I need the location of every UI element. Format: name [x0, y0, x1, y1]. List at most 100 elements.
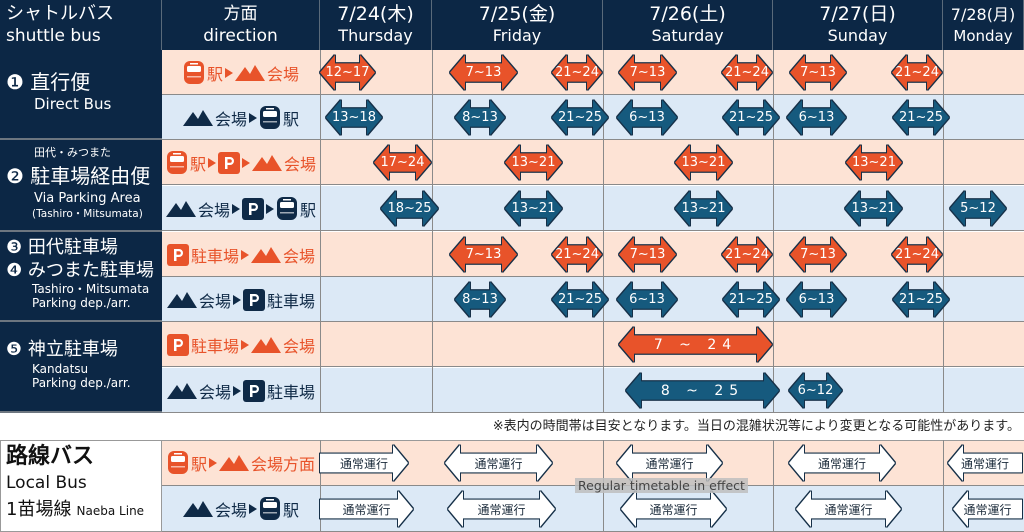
time-range-label: 21~24 [555, 65, 599, 80]
time-range-label: 21~25 [899, 110, 943, 125]
direction-label: 会場方面 [251, 454, 316, 474]
time-range-arrow: 通常運行 [953, 491, 1022, 527]
header-direction-cell: 方面 direction [162, 0, 320, 50]
direction-label: 駐車場 [190, 336, 239, 356]
direction-cell: 駐車場会場 [162, 322, 320, 367]
time-range-label: 13~21 [681, 201, 726, 216]
direction-label: 会場 [198, 382, 231, 402]
group-en2: Parking dep./arr. [32, 296, 131, 310]
day-date: 7/25(金) [478, 3, 556, 25]
parking-icon [242, 197, 264, 220]
day-date: 7/26(土) [649, 3, 726, 25]
parking-icon [166, 243, 189, 266]
parking-icon [243, 288, 265, 311]
local-bus-label: 路線バス Local Bus 1苗場線 Naeba Line [0, 440, 162, 532]
direction-label: 駐車場 [267, 382, 316, 402]
time-range-label: 13~21 [851, 201, 896, 216]
direction-label: 駅 [300, 200, 317, 220]
time-range-arrow: 21~25 [893, 282, 949, 317]
direction-label: 会場 [267, 64, 300, 84]
day-header-1: 7/25(金) Friday [432, 0, 603, 50]
local-line-jp: 1苗場線 [6, 499, 72, 520]
local-title-en: Local Bus [6, 473, 87, 493]
triangle-right-icon [208, 157, 216, 168]
title-en: shuttle bus [6, 26, 101, 46]
train-icon [183, 60, 205, 86]
time-range-arrow: 21~25 [723, 282, 779, 317]
group-en: Kandatsu [32, 362, 89, 376]
time-range-arrow: 8~13 [455, 282, 505, 317]
parking-icon [166, 333, 189, 356]
time-range-label: 13~21 [511, 201, 556, 216]
time-range-arrow: 通常運行 [445, 445, 552, 481]
time-range-label: 7 ~ 24 [653, 336, 738, 353]
grid-line [943, 50, 944, 413]
time-range-arrow: 通常運行 [796, 491, 901, 527]
day-header-0: 7/24(木) Thursday [320, 0, 432, 50]
group-name: 直行便 [30, 70, 91, 94]
time-range-arrow: 21~24 [552, 55, 602, 90]
time-range-label: 6~13 [798, 292, 835, 307]
group-number: ❷ [6, 164, 24, 188]
group-number: ❶ [6, 70, 24, 94]
grid-line [943, 440, 944, 532]
triangle-right-icon [266, 203, 274, 214]
time-range-arrow: 13~21 [505, 145, 562, 180]
direction-label: 駅 [283, 109, 300, 129]
direction-en: direction [203, 26, 278, 46]
time-range-label: 21~24 [895, 247, 939, 262]
schedule-row [162, 368, 1024, 413]
time-range-label: 7~13 [629, 65, 666, 80]
time-range-arrow: 13~21 [505, 191, 562, 226]
time-range-label: 21~24 [895, 65, 939, 80]
direction-label: 会場 [283, 246, 316, 266]
triangle-right-icon [249, 503, 257, 514]
time-range-label: 7~13 [629, 247, 666, 262]
time-range-arrow: 通常運行 [448, 491, 555, 527]
time-range-arrow: 通常運行 [320, 491, 413, 527]
time-range-label: 通常運行 [645, 456, 694, 471]
time-range-arrow: 6~13 [787, 282, 846, 317]
local-title-jp: 路線バス [6, 444, 95, 469]
day-header-2: 7/26(土) Saturday [603, 0, 773, 50]
time-range-arrow: 17~24 [374, 145, 431, 180]
time-range-label: 21~24 [555, 247, 599, 262]
time-range-arrow: 6~12 [789, 373, 842, 408]
mountain-icon [235, 64, 265, 81]
mountain-icon [166, 291, 197, 308]
group-name: 神立駐車場 [27, 339, 118, 360]
time-range-label: 21~25 [558, 110, 602, 125]
day-header-4: 7/28(月) Monday [943, 0, 1024, 50]
time-range-arrow: 21~24 [892, 55, 942, 90]
direction-cell: 駐車場会場 [162, 232, 320, 277]
day-weekday: Friday [492, 26, 542, 45]
grid-line [603, 50, 604, 413]
time-range-arrow: 6~13 [787, 100, 846, 135]
time-range-arrow: 7 ~ 24 [619, 327, 772, 362]
time-range-arrow: 通常運行 [948, 445, 1022, 481]
triangle-right-icon [241, 339, 249, 350]
regular-timetable-overlay: Regular timetable in effect [575, 478, 748, 493]
mountain-icon [251, 246, 281, 263]
direction-cell: 駅 会場 [162, 50, 320, 95]
direction-label: 駅 [206, 64, 223, 84]
group-en: Via Parking Area [34, 191, 141, 206]
direction-cell: 会場駅 [162, 95, 320, 140]
time-range-label: 通常運行 [342, 502, 391, 517]
train-icon [166, 150, 188, 176]
direction-cell: 会場駅 [162, 486, 320, 531]
time-range-arrow: 21~24 [722, 55, 772, 90]
triangle-right-icon [232, 203, 240, 214]
grid-line [432, 50, 433, 413]
time-range-label: 17~24 [380, 155, 425, 170]
group-en: Tashiro・Mitsumata [32, 282, 150, 296]
time-range-label: 通常運行 [960, 456, 1009, 471]
time-range-arrow: 21~25 [552, 282, 608, 317]
group-number: ❸ [6, 237, 23, 258]
time-range-arrow: 8~13 [455, 100, 505, 135]
time-range-arrow: 13~21 [846, 145, 902, 180]
schedule-row [162, 322, 1024, 367]
triangle-right-icon [225, 67, 233, 78]
time-range-label: 7~13 [800, 247, 836, 262]
